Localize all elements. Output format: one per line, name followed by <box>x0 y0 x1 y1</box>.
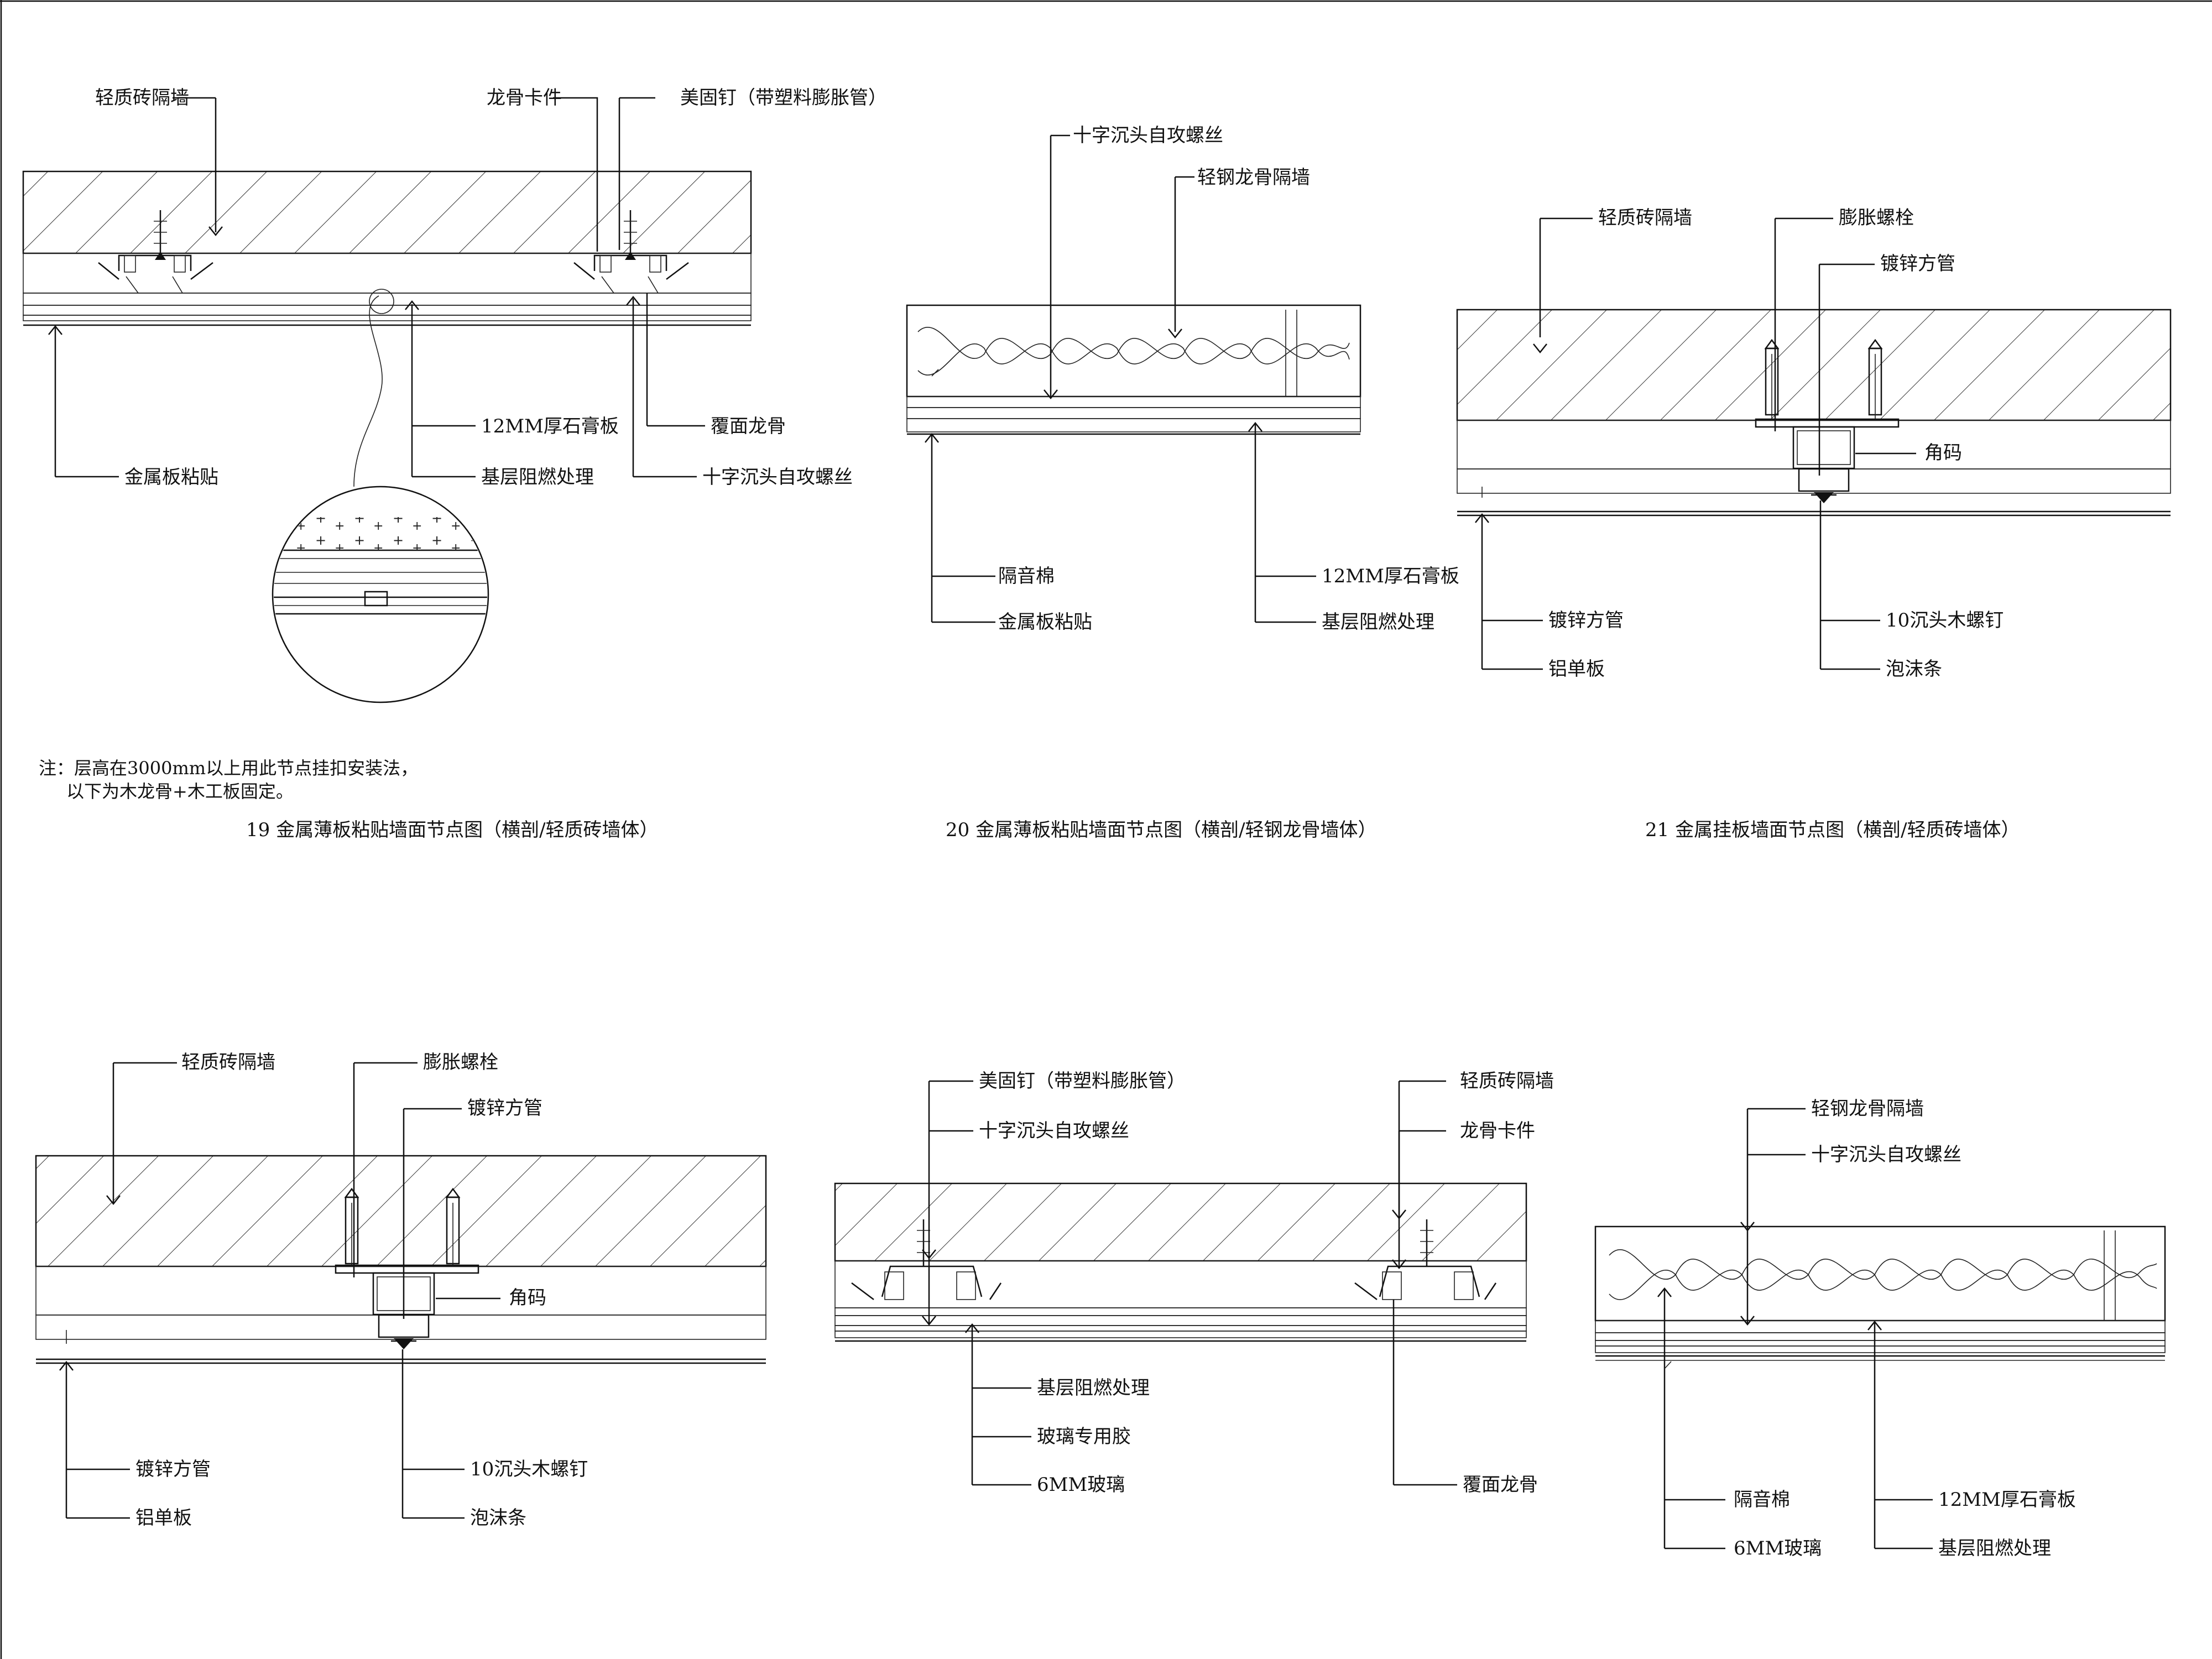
label-cover-stud: 覆面龙骨 <box>1463 1474 1538 1496</box>
label-acoustic-wool: 隔音棉 <box>998 565 1055 587</box>
label-glass-adhesive: 玻璃专用胶 <box>1037 1426 1131 1448</box>
detail-magnifier <box>272 486 489 703</box>
label-stud-clip: 龙骨卡件 <box>1460 1120 1535 1142</box>
label-light-steel-wall: 轻钢龙骨隔墙 <box>1197 166 1310 189</box>
label-light-brick-wall: 轻质砖隔墙 <box>95 87 189 109</box>
label-metal-bonded: 金属板粘贴 <box>998 611 1092 633</box>
label-angle-bracket: 角码 <box>509 1287 546 1309</box>
stud-clip <box>573 210 689 294</box>
label-fire-retardant: 基层阻燃处理 <box>481 466 594 488</box>
label-glass-6mm: 6MM玻璃 <box>1734 1537 1822 1559</box>
label-galvanized-tube: 镀锌方管 <box>135 1458 211 1480</box>
label-expansion-bolt: 膨胀螺栓 <box>1839 207 1914 229</box>
detail-19: 轻质砖隔墙 龙骨卡件 美固钉（带塑料膨胀管） 12MM厚石膏板 覆面龙骨 基层阻… <box>22 87 887 841</box>
label-metal-bonded: 金属板粘贴 <box>124 466 218 488</box>
label-foam-strip: 泡沫条 <box>470 1507 526 1529</box>
label-glass-6mm: 6MM玻璃 <box>1037 1474 1125 1496</box>
detail-21: 轻质砖隔墙 膨胀螺栓 镀锌方管 角码 镀锌方管 10沉头木螺钉 铝单板 泡沫条 … <box>1456 207 2172 841</box>
detail-24: 轻钢龙骨隔墙 十字沉头自攻螺丝 隔音棉 12MM厚石膏板 6MM玻璃 基层阻燃处… <box>1594 1098 2166 1559</box>
label-aluminum-panel: 铝单板 <box>1548 658 1605 680</box>
label-expansion-bolt: 膨胀螺栓 <box>423 1051 498 1073</box>
label-gypsum-board: 12MM厚石膏板 <box>1322 565 1459 587</box>
label-anchor-nail: 美固钉（带塑料膨胀管） <box>979 1070 1186 1092</box>
label-acoustic-wool: 隔音棉 <box>1734 1489 1790 1511</box>
label-countersunk-screw: 十字沉头自攻螺丝 <box>979 1120 1129 1142</box>
label-galvanized-tube: 镀锌方管 <box>1548 609 1624 632</box>
label-countersunk-screw: 十字沉头自攻螺丝 <box>1073 124 1223 147</box>
label-gypsum-board: 12MM厚石膏板 <box>1938 1489 2076 1511</box>
label-angle-bracket: 角码 <box>1924 442 1962 464</box>
label-gypsum-board: 12MM厚石膏板 <box>481 415 619 437</box>
label-aluminum-panel: 铝单板 <box>135 1507 192 1529</box>
label-fire-retardant: 基层阻燃处理 <box>1037 1377 1150 1399</box>
label-countersunk-screw: 十字沉头自攻螺丝 <box>1811 1144 1961 1166</box>
label-countersunk-screw: 十字沉头自攻螺丝 <box>702 466 853 488</box>
label-light-brick-wall: 轻质砖隔墙 <box>1460 1070 1554 1092</box>
stud-clip <box>1354 1219 1497 1300</box>
label-fire-retardant: 基层阻燃处理 <box>1938 1537 2051 1559</box>
stud-clip <box>98 210 213 294</box>
label-light-steel-wall: 轻钢龙骨隔墙 <box>1811 1098 1924 1120</box>
note-line-2: 以下为木龙骨+木工板固定。 <box>66 781 294 802</box>
label-galvanized-tube: 镀锌方管 <box>1880 253 1955 275</box>
label-wood-screw: 10沉头木螺钉 <box>470 1458 588 1480</box>
label-stud-clip: 龙骨卡件 <box>487 87 562 109</box>
label-fire-retardant: 基层阻燃处理 <box>1322 611 1434 633</box>
note-line-1: 注：层高在3000mm以上用此节点挂扣安装法， <box>39 758 418 779</box>
label-light-brick-wall: 轻质砖隔墙 <box>1598 207 1692 229</box>
detail-20: 十字沉头自攻螺丝 轻钢龙骨隔墙 隔音棉 12MM厚石膏板 金属板粘贴 基层阻燃处… <box>906 124 1459 841</box>
caption-19: 19 金属薄板粘贴墙面节点图（横剖/轻质砖墙体） <box>246 819 659 841</box>
label-anchor-nail: 美固钉（带塑料膨胀管） <box>680 87 887 109</box>
label-wood-screw: 10沉头木螺钉 <box>1886 609 2004 632</box>
detail-22: 轻质砖隔墙 膨胀螺栓 镀锌方管 角码 镀锌方管 10沉头木螺钉 铝单板 泡沫条 <box>35 1051 767 1529</box>
label-cover-stud: 覆面龙骨 <box>711 415 786 437</box>
label-foam-strip: 泡沫条 <box>1886 658 1942 680</box>
detail-23: 美固钉（带塑料膨胀管） 十字沉头自攻螺丝 轻质砖隔墙 龙骨卡件 基层阻燃处理 玻… <box>834 1070 1554 1496</box>
caption-20: 20 金属薄板粘贴墙面节点图（横剖/轻钢龙骨墙体） <box>946 819 1377 841</box>
label-galvanized-tube: 镀锌方管 <box>467 1097 542 1119</box>
caption-21: 21 金属挂板墙面节点图（横剖/轻质砖墙体） <box>1645 819 2020 841</box>
label-light-brick-wall: 轻质砖隔墙 <box>181 1051 275 1073</box>
stud-clip <box>851 1219 1002 1300</box>
